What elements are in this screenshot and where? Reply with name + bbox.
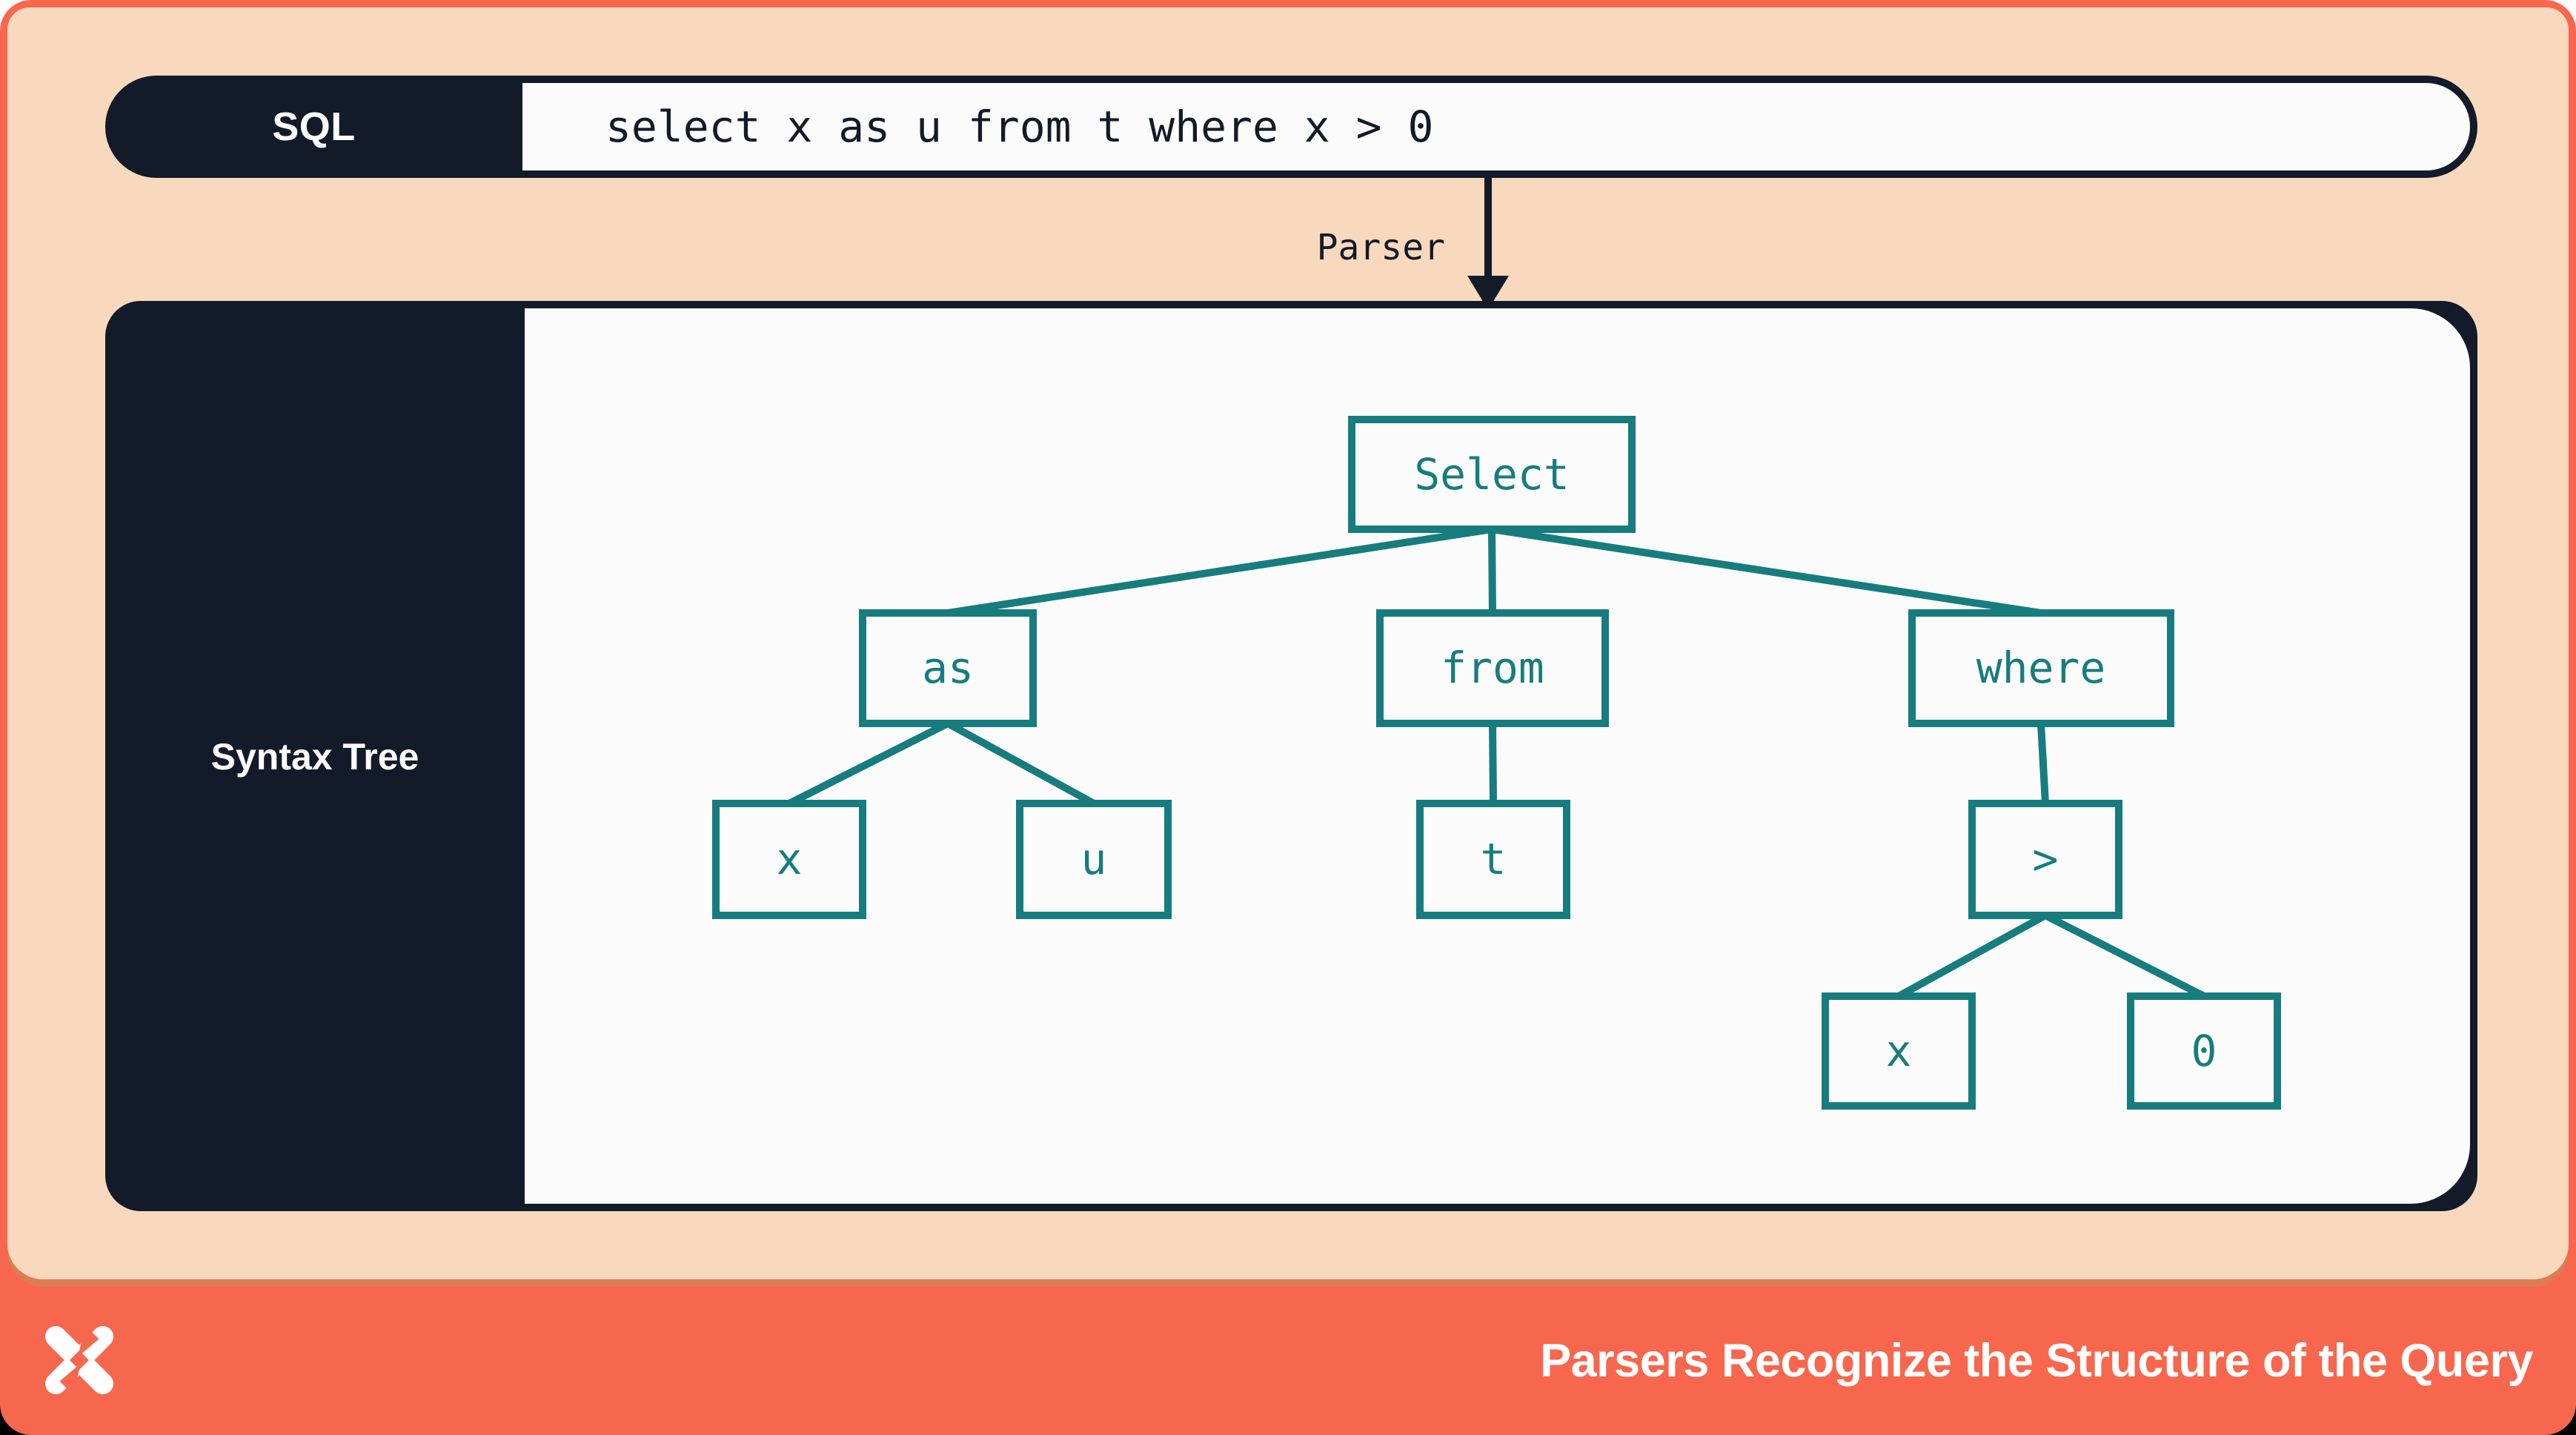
svg-text:x: x	[1886, 1026, 1912, 1076]
tree-node-zero: 0	[2127, 992, 2281, 1110]
tree-node-from: from	[1376, 609, 1609, 727]
tree-node-u: u	[1016, 800, 1172, 919]
tree-edge-select-as	[947, 526, 1493, 617]
sql-code-text: select x as u from t where x > 0	[605, 102, 1434, 152]
tree-node-x-under-gt: x	[1822, 992, 1976, 1110]
syntax-tree-box: Syntax Tree Select as	[105, 301, 2477, 1211]
tree-node-select: Select	[1348, 416, 1636, 533]
tree-edge-select-from	[1488, 528, 1496, 614]
sql-bar: SQL select x as u from t where x > 0	[105, 76, 2477, 178]
svg-text:as: as	[922, 643, 974, 693]
main-content-area: SQL select x as u from t where x > 0 Par…	[7, 7, 2569, 1279]
tree-edge-gt-x	[1896, 912, 2048, 1000]
svg-text:0: 0	[2191, 1026, 2217, 1076]
sql-code-area: select x as u from t where x > 0	[522, 83, 2470, 170]
parser-arrow-line	[1484, 178, 1492, 279]
svg-text:t: t	[1481, 834, 1507, 884]
tree-node-t: t	[1416, 800, 1570, 919]
tree-node-where: where	[1908, 609, 2174, 727]
tree-node-as: as	[859, 609, 1037, 727]
x-logo-icon	[44, 1325, 114, 1395]
svg-text:from: from	[1441, 643, 1544, 693]
svg-text:>: >	[2033, 834, 2059, 884]
svg-text:u: u	[1081, 834, 1107, 884]
tree-node-gt: >	[1968, 800, 2122, 919]
tree-edge-as-x	[787, 720, 950, 807]
sql-label: SQL	[272, 105, 356, 149]
sql-label-section: SQL	[105, 76, 522, 178]
tree-node-x-under-as: x	[712, 800, 866, 919]
syntax-tree-diagram: Select as from where x	[712, 416, 2281, 1110]
tree-edge-select-where	[1491, 526, 2042, 617]
tree-edge-gt-zero	[2043, 912, 2206, 1000]
tree-edge-as-u	[946, 720, 1096, 807]
tree-edge-where-gt	[2037, 723, 2049, 804]
parser-label: Parser	[1316, 227, 1445, 268]
footer-caption: Parsers Recognize the Structure of the Q…	[1540, 1335, 2533, 1387]
syntax-tree-panel-label: Syntax Tree	[210, 736, 419, 778]
svg-text:x: x	[777, 834, 803, 884]
svg-text:Select: Select	[1414, 449, 1570, 500]
svg-text:where: where	[1976, 643, 2106, 693]
